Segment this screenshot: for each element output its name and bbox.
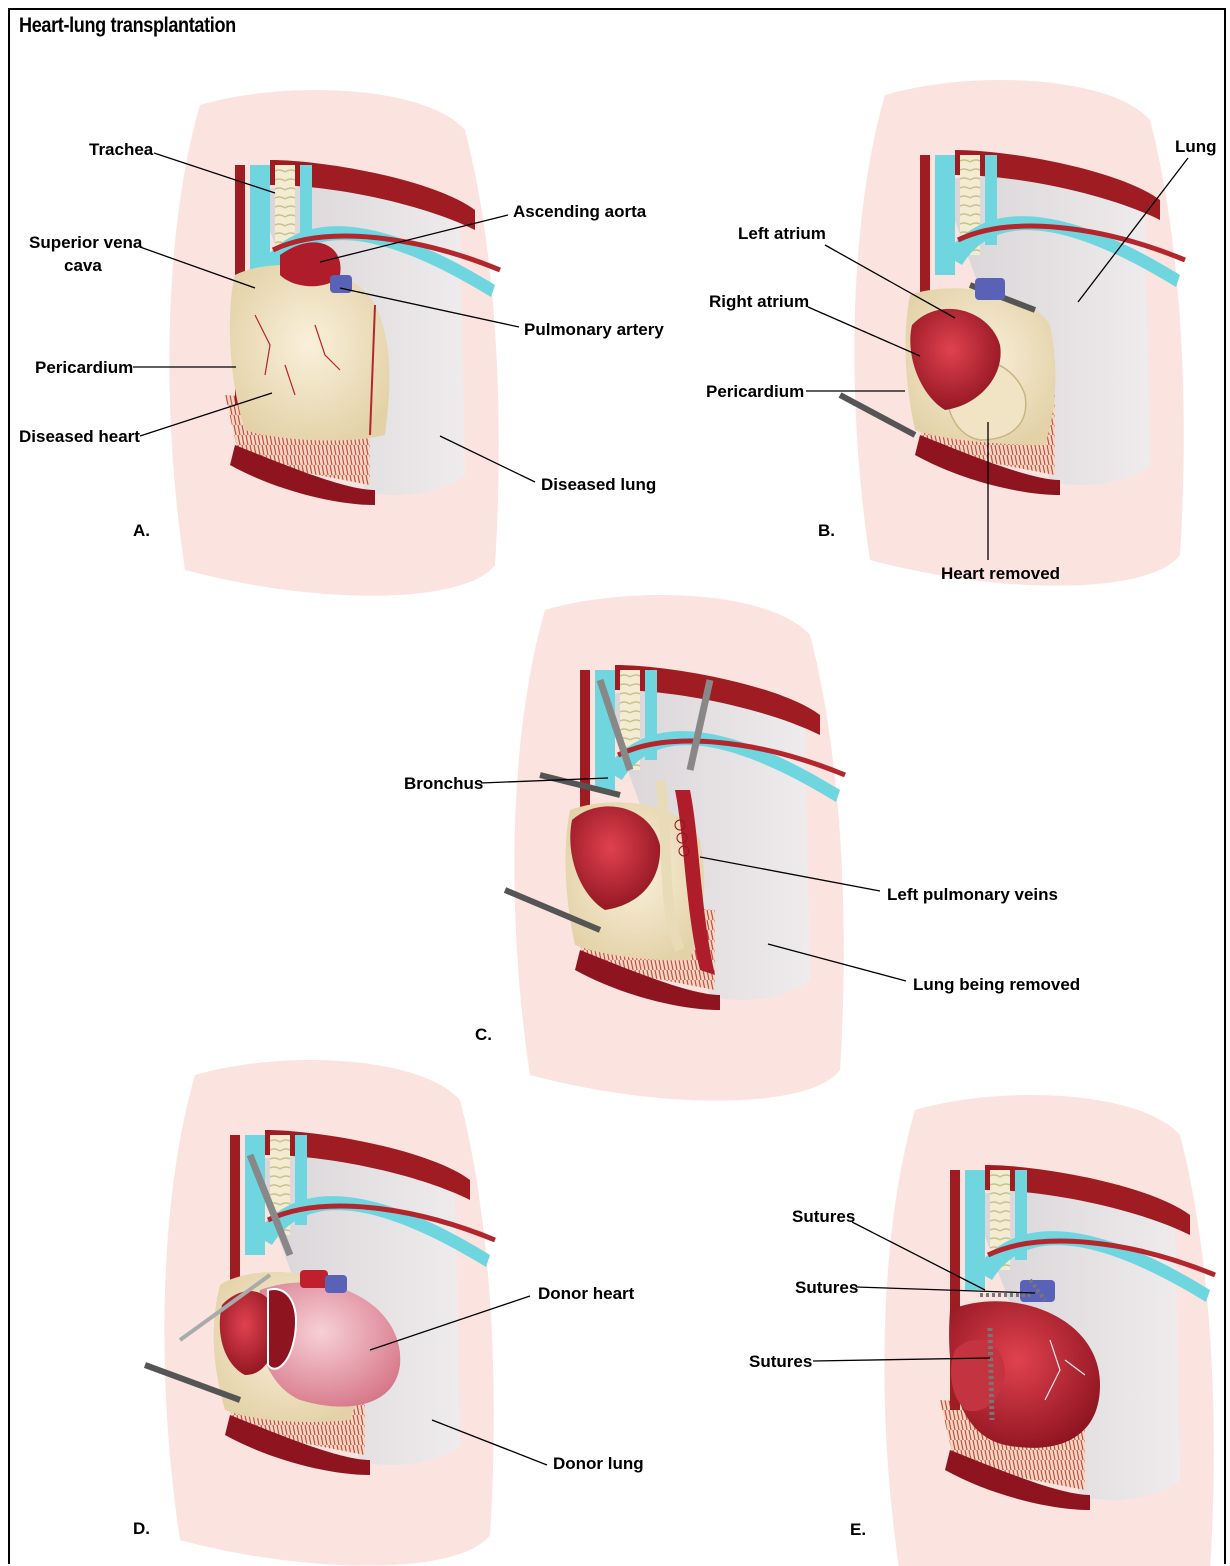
label-bronchus: Bronchus [404,774,483,793]
label-pulmonary-artery: Pulmonary artery [524,320,664,339]
label-right-atrium: Right atrium [709,292,809,311]
label-diseased-heart: Diseased heart [19,427,140,446]
label-pericardium-b: Pericardium [706,382,804,401]
label-lung-being-removed: Lung being removed [913,975,1080,994]
panel-c-illustration [505,595,845,1101]
panel-d-illustration [145,1060,495,1566]
label-ascending-aorta: Ascending aorta [513,202,647,221]
label-left-pulmonary-veins: Left pulmonary veins [887,885,1058,904]
label-pericardium-a: Pericardium [35,358,133,377]
label-diseased-lung: Diseased lung [541,475,656,494]
label-trachea: Trachea [89,140,154,159]
label-superior-vena-cava-1: Superior vena [29,233,143,252]
panel-letter-d: D. [133,1519,150,1538]
label-heart-removed: Heart removed [941,564,1060,583]
panel-letter-c: C. [475,1025,492,1044]
label-sutures-2: Sutures [795,1278,858,1297]
panel-letter-b: B. [818,521,835,540]
label-donor-heart: Donor heart [538,1284,635,1303]
label-donor-lung: Donor lung [553,1454,644,1473]
label-superior-vena-cava-2: cava [64,256,102,275]
label-sutures-1: Sutures [792,1207,855,1226]
panel-e-illustration [884,1095,1215,1566]
panel-letter-e: E. [850,1520,866,1539]
label-sutures-3: Sutures [749,1352,812,1371]
label-lung: Lung [1175,137,1217,156]
panel-a-illustration [169,90,500,596]
panel-letter-a: A. [133,521,150,540]
label-left-atrium: Left atrium [738,224,826,243]
panel-b-illustration [840,80,1185,586]
